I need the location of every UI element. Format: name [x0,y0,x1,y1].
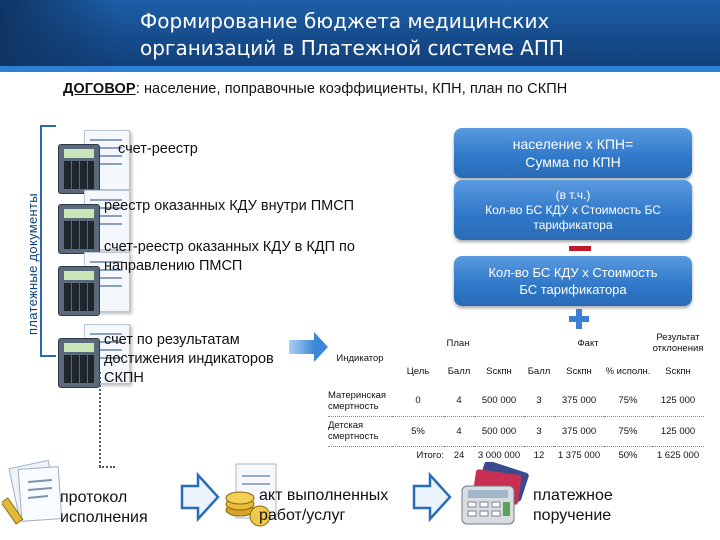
bottom-line: поручение [533,507,612,524]
cell: 4 [444,416,474,447]
label-line: достижения индикаторов [104,351,274,367]
calculator-document-icon [58,250,130,316]
cell: 375 000 [554,386,604,417]
bottom-line: протокол [60,489,128,506]
document-label-invoice-registry: счет-реестр [118,141,198,157]
calculator-document-icon [58,322,130,388]
bottom-line: исполнения [60,509,148,526]
indicator-header: Индикатор [336,352,384,364]
cell: 0 [392,386,444,417]
header-glow [0,0,120,72]
dotted-connector-horizontal [99,466,115,468]
cell: 50% [618,449,638,461]
cell: 500 000 [474,386,524,417]
cell: 500 000 [474,416,524,447]
bottom-line: платежное [533,487,613,504]
document-label-pmsp-registry: реестр оказанных КДУ внутри ПМСП [104,198,355,214]
cell: 375 000 [554,416,604,447]
formula-line: тарификатора [533,217,613,232]
row-name-line: Детская [328,420,364,431]
row-name-line: Материнская [328,389,387,401]
sub-header: Балл [447,365,471,377]
calculator-document-icon [58,188,130,254]
bottom-line: акт выполненных [259,487,389,504]
arrow-right-icon [180,472,220,522]
label-line: направлению ПМСП [104,258,243,274]
formula-line: БС тарификатора [519,282,627,297]
cell: 1 375 000 [557,449,601,461]
formula-line: (в т.ч.) [555,187,591,202]
fact-header: Факт [577,337,599,349]
result-header-line: отклонения [652,343,704,354]
cell: 12 [533,449,545,461]
header-stripe [0,66,720,72]
contract-lead: ДОГОВОР [63,81,136,97]
bottom-label-payment-order: платежное поручение [533,486,613,526]
contract-line: ДОГОВОР: население, поправочные коэффици… [63,81,567,97]
cell: 1 625 000 [656,449,700,461]
side-bracket [40,125,56,357]
cell: 24 [453,449,465,461]
label-line: счет-реестр оказанных КДУ в КДП по [104,239,355,255]
sub-header: % исполн. [605,365,651,377]
result-header-line: Результат [656,332,700,343]
document-label-indicators: счет по результатам достижения индикатор… [104,331,274,388]
label-line: СКПН [104,370,144,386]
cell: 75% [604,386,652,417]
cell: 125 000 [652,386,704,417]
formula-line: Сумма по КПН [525,154,621,170]
total-label: Итого: [416,449,444,461]
sub-header: Sскпн [566,365,592,377]
formula-box-kdp: Кол-во БС КДУ х Стоимость БС тарификатор… [454,256,692,306]
sub-header: Sскпн [665,365,691,377]
payment-terminal-icon [461,462,529,525]
arrow-right-icon [289,340,315,354]
contract-rest: : население, поправочные коэффициенты, К… [135,81,568,97]
document-label-kdp-registry: счет-реестр оказанных КДУ в КДП по напра… [104,238,355,276]
arrow-right-icon [412,472,452,522]
title-line-2: организаций в Платежной системе АПП [140,36,564,60]
page-title: Формирование бюджета медицинских организ… [140,8,700,62]
plan-header: План [446,337,470,349]
cell: 125 000 [652,416,704,447]
formula-box-pmsp: (в т.ч.) Кол-во БС КДУ х Стоимость БС та… [454,180,692,240]
table-total-row: Итого: 24 3 000 000 12 1 375 000 50% 1 6… [328,446,704,464]
bottom-label-protocol: протокол исполнения [60,488,148,528]
title-line-1: Формирование бюджета медицинских [140,9,550,33]
formula-box-kpn: население х КПН= Сумма по КПН [454,128,692,178]
cell: 4 [444,386,474,417]
cell: 3 [524,416,554,447]
protocol-document-icon [2,459,63,525]
plus-icon-vertical [576,309,582,329]
row-name-line: смертность [328,431,379,442]
sub-header: Цель [406,365,430,377]
calculator-document-icon [58,128,130,194]
cell: 5% [392,416,444,447]
header-banner [0,0,720,72]
formula-line: Кол-во БС КДУ х Стоимость БС [485,202,661,217]
coins-document-icon [225,463,277,527]
side-label-payment-documents: платежные документы [25,193,40,335]
bottom-line: работ/услуг [259,507,346,524]
cell: 3 000 000 [477,449,521,461]
label-line: счет по результатам [104,332,240,348]
cell: 3 [524,386,554,417]
cell: 75% [604,416,652,447]
sub-header: Sскпн [486,365,512,377]
arrow-right-head-icon [314,332,328,362]
sub-header: Балл [527,365,551,377]
dotted-connector [99,372,101,467]
formula-line: население х КПН= [512,136,634,152]
minus-icon [569,246,591,251]
bottom-label-act: акт выполненных работ/услуг [259,486,388,526]
formula-line: Кол-во БС КДУ х Стоимость [488,265,658,280]
row-name-line: смертность [328,400,379,412]
